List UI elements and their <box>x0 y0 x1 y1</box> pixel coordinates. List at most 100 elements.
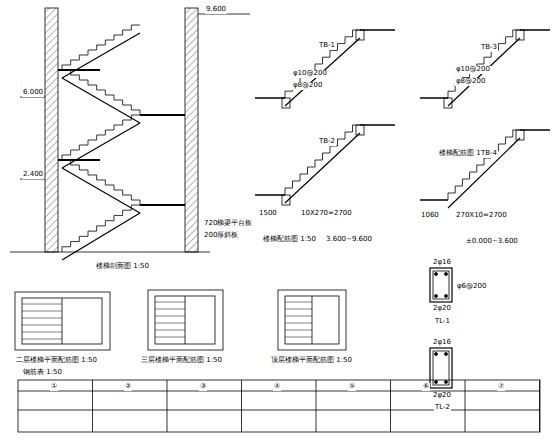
annotation: φ10@200 <box>292 70 328 78</box>
stroke <box>88 50 89 55</box>
stroke <box>105 130 114 131</box>
stroke <box>114 95 115 100</box>
stroke <box>62 247 63 252</box>
rebar-dot <box>435 381 438 384</box>
annotation: ③ <box>199 383 207 391</box>
stroke <box>79 55 88 56</box>
stroke <box>465 380 466 432</box>
rebar-dot <box>445 381 448 384</box>
stroke <box>96 226 97 231</box>
stroke <box>131 200 140 201</box>
stroke <box>448 193 449 200</box>
stroke <box>477 64 484 65</box>
stroke <box>315 160 323 161</box>
rebar-dot <box>445 353 448 356</box>
stroke <box>513 30 520 31</box>
stroke <box>155 323 185 324</box>
stroke <box>131 195 132 200</box>
annotation: TB-2 <box>318 138 336 146</box>
stroke <box>79 145 80 150</box>
stroke <box>62 78 140 123</box>
annotation: ⑤ <box>348 383 356 391</box>
stroke <box>88 140 89 145</box>
stroke <box>448 138 520 208</box>
stroke <box>79 236 80 241</box>
stroke <box>462 179 463 186</box>
stroke <box>300 174 301 181</box>
stroke <box>62 65 63 70</box>
stroke <box>484 57 485 64</box>
stroke <box>62 213 140 260</box>
stroke <box>285 133 360 203</box>
stroke <box>62 155 63 160</box>
stroke <box>62 168 140 213</box>
stroke <box>323 153 331 154</box>
annotation: 720梯梁平台板 <box>203 220 253 228</box>
stroke <box>131 115 140 116</box>
stroke <box>79 55 80 60</box>
stroke <box>105 185 114 186</box>
stroke <box>353 125 361 126</box>
stroke <box>285 188 286 195</box>
stroke <box>62 160 71 161</box>
stroke <box>114 125 123 126</box>
stroke <box>498 144 505 145</box>
stroke <box>88 50 97 51</box>
stroke <box>92 380 93 432</box>
stroke <box>352 125 353 132</box>
stroke <box>79 236 88 237</box>
stroke <box>88 85 97 86</box>
annotation: 2φ16 <box>432 259 452 267</box>
stroke <box>105 221 106 226</box>
stroke <box>62 155 71 156</box>
stroke <box>123 30 132 31</box>
stroke <box>140 110 141 115</box>
annotation: 顶层楼梯平面配筋图 1:50 <box>270 357 353 365</box>
stroke <box>22 339 62 340</box>
stroke <box>506 137 513 138</box>
stroke <box>293 181 301 182</box>
stroke <box>285 323 312 324</box>
stroke <box>131 105 132 110</box>
stroke <box>484 57 491 58</box>
stroke <box>337 44 338 51</box>
stroke <box>88 231 97 232</box>
stroke <box>285 91 293 92</box>
annotation: φ10@200 <box>455 66 491 74</box>
stroke <box>97 45 106 46</box>
stroke <box>79 75 80 80</box>
stroke <box>308 167 316 168</box>
stroke <box>22 332 62 333</box>
stroke <box>105 40 106 45</box>
stroke <box>22 325 62 326</box>
stroke <box>330 50 338 51</box>
stroke <box>96 175 97 180</box>
stroke <box>97 90 106 91</box>
stroke <box>105 40 114 41</box>
stroke <box>505 37 506 44</box>
stroke <box>71 150 80 151</box>
rebar-dot <box>435 273 438 276</box>
stroke <box>62 33 140 78</box>
stroke <box>105 130 106 135</box>
annotation: 200厚斜板 <box>203 232 239 240</box>
stroke <box>79 80 88 81</box>
stroke <box>105 95 114 96</box>
stroke <box>155 316 185 317</box>
annotation: 9.600 <box>205 6 227 14</box>
stroke <box>97 180 106 181</box>
annotation: 6.000 <box>22 89 44 97</box>
stroke <box>285 91 286 98</box>
stroke <box>114 190 123 191</box>
stroke <box>114 35 115 40</box>
stroke <box>455 186 462 187</box>
stroke <box>330 50 331 57</box>
stroke <box>62 123 140 168</box>
stroke <box>71 241 80 242</box>
stroke <box>512 130 513 137</box>
stroke <box>315 64 323 65</box>
stroke <box>345 132 346 139</box>
stroke <box>462 179 469 180</box>
stroke <box>96 45 97 50</box>
